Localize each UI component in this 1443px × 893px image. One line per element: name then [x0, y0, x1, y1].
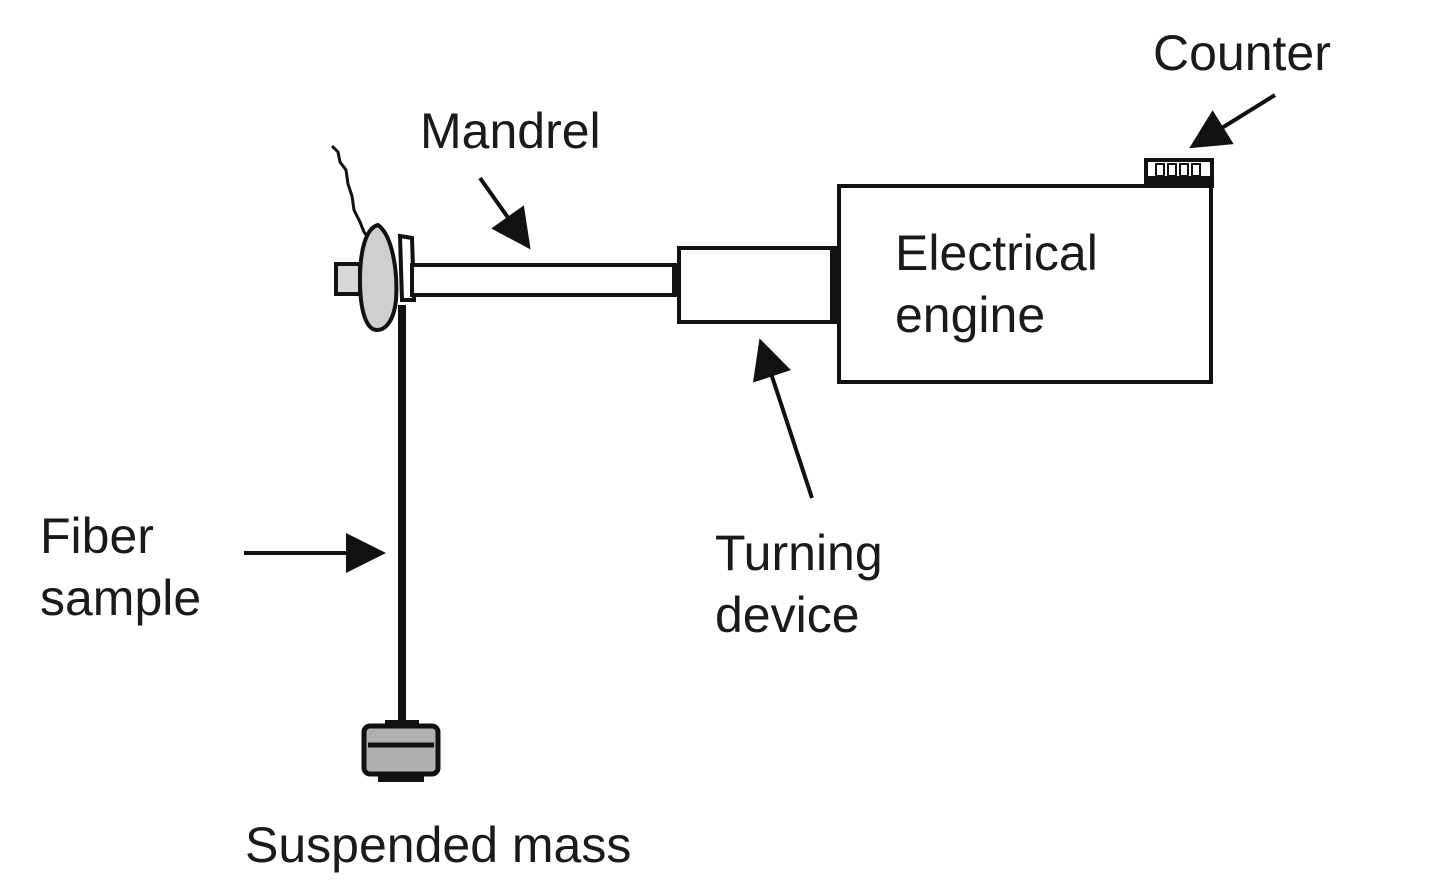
- mandrel-arrow: [478, 176, 531, 250]
- suspended-mass: [361, 720, 441, 782]
- electrical-engine-label: Electrical engine: [895, 222, 1098, 346]
- fiber-sample-label-line2: sample: [40, 570, 202, 626]
- fiber-loose-end: [330, 144, 372, 241]
- counter-label: Counter: [1153, 25, 1331, 81]
- suspended-mass-label: Suspended mass: [245, 817, 632, 873]
- mandrel-label: Mandrel: [420, 103, 601, 159]
- electrical-engine-box: [837, 184, 1213, 384]
- turning-device-label-line2: device: [715, 587, 860, 643]
- electrical-engine-label-line1: Electrical: [895, 225, 1098, 281]
- turning-device-arrow: [753, 338, 814, 499]
- fiber-sample-label-line1: Fiber: [40, 508, 154, 564]
- counter-device: [1144, 158, 1214, 188]
- turning-device-label: Turning device: [715, 522, 883, 646]
- turning-device-coupling: [830, 248, 838, 322]
- mandrel-end-stub: [334, 262, 362, 296]
- turning-device: [677, 246, 838, 324]
- fiber-sample-label: Fiber sample: [40, 505, 201, 629]
- clamp-collar: [357, 222, 399, 333]
- turning-device-label-line1: Turning: [715, 525, 883, 581]
- electrical-engine-label-line2: engine: [895, 287, 1046, 343]
- mandrel-coupling: [672, 265, 680, 295]
- counter-arrow: [1189, 93, 1277, 149]
- mandrel-shaft: [410, 263, 682, 297]
